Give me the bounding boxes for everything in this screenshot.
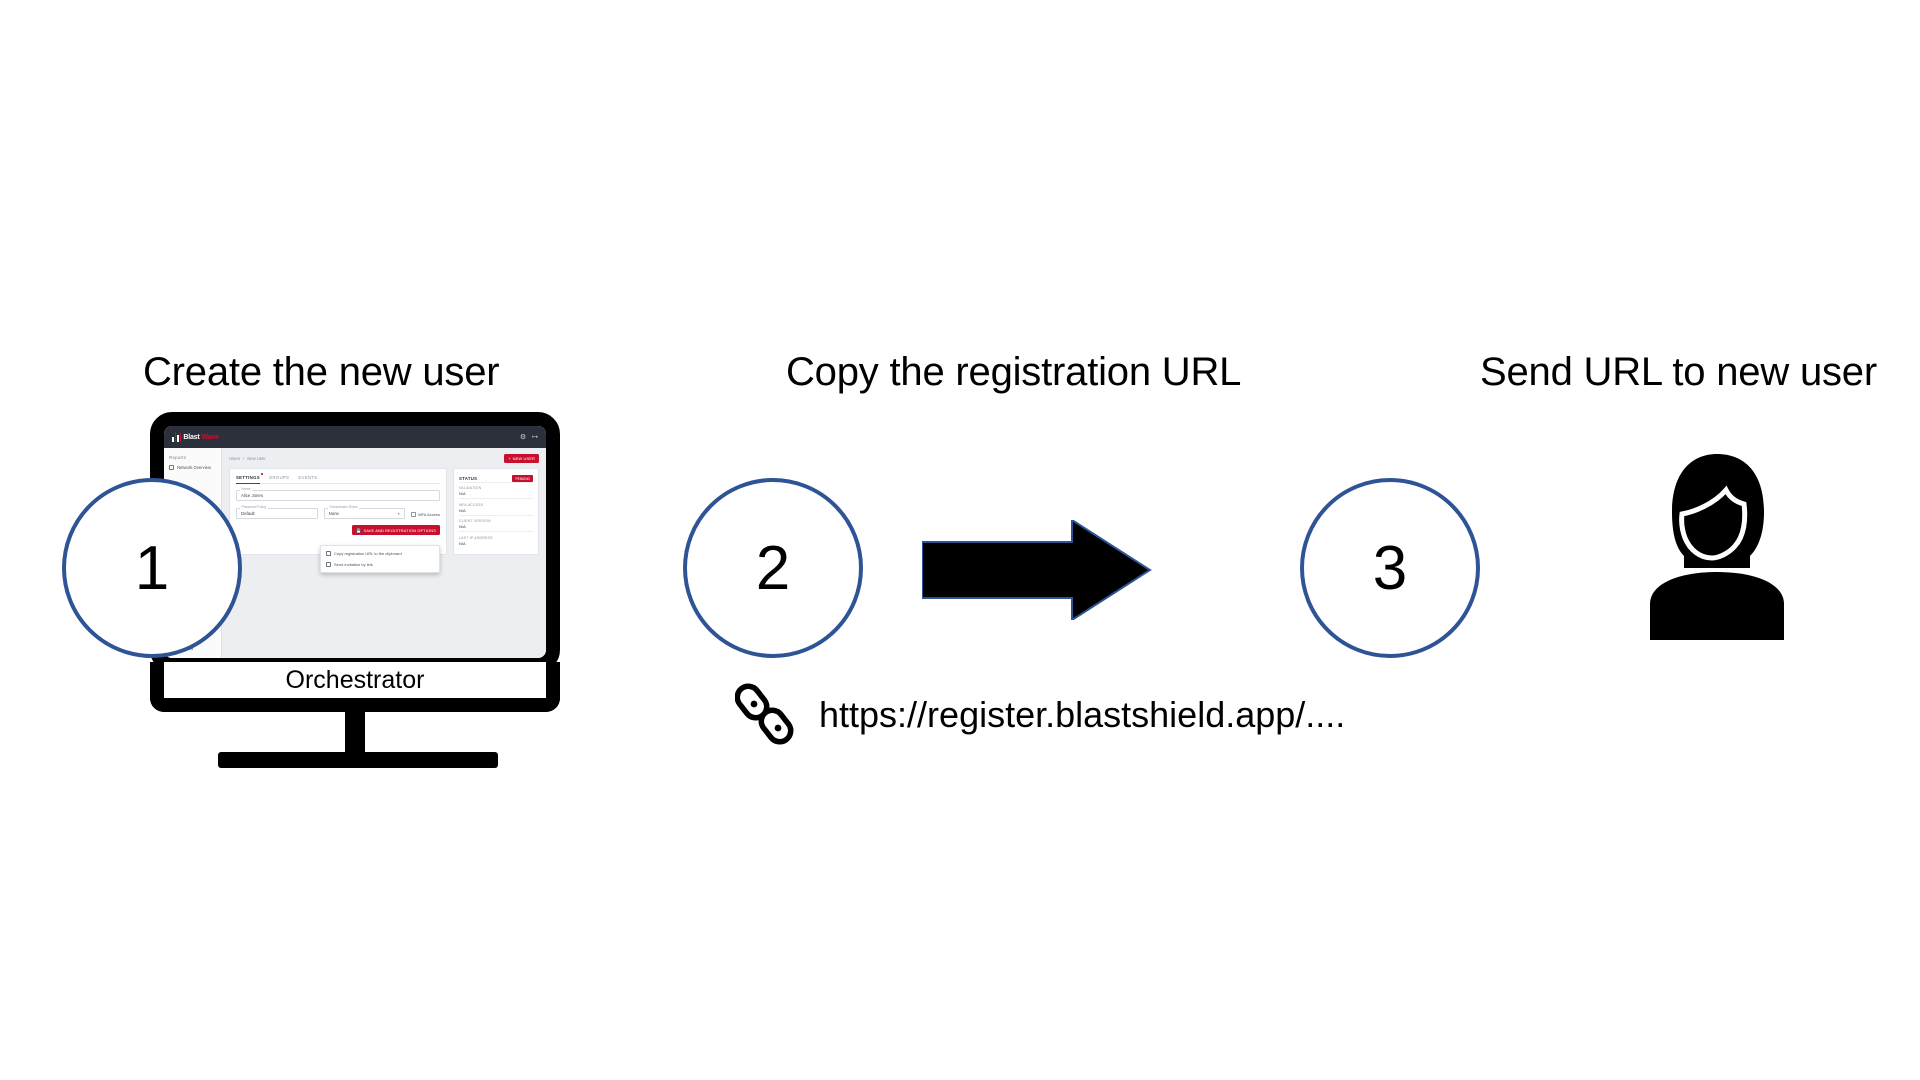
chevron-down-icon[interactable]: ▼ (396, 511, 401, 516)
status-row: MFA ACCESS N/A (459, 498, 533, 515)
monitor-label: Orchestrator (285, 665, 425, 694)
mfa-access-toggle[interactable]: MFA Access (411, 508, 441, 518)
step-2-heading: Copy the registration URL (786, 350, 1242, 394)
step-3-heading: Send URL to new user (1480, 350, 1877, 394)
plus-icon: + (508, 456, 511, 462)
network-icon (169, 465, 174, 470)
step-2-number-circle: 2 (683, 478, 863, 658)
new-user-button[interactable]: + NEW USER (504, 454, 539, 464)
tab-events[interactable]: EVENTS (298, 475, 317, 480)
status-value: N/A (459, 507, 466, 513)
tab-unsaved-dot-icon (261, 473, 263, 475)
breadcrumb: Users › New User (229, 456, 266, 461)
new-user-button-label: NEW USER (512, 456, 535, 462)
registration-url-text[interactable]: https://register.blastshield.app/.... (819, 694, 1346, 735)
topbar-actions: ⚙ ↦ (520, 433, 538, 441)
status-panel-title: STATUS (459, 476, 478, 482)
save-button-label: SAVE AND REGISTRATION OPTIONS (363, 527, 436, 533)
breadcrumb-item-users[interactable]: Users (229, 456, 240, 462)
link-icon (735, 683, 794, 745)
form-tabs: SETTINGS GROUPS EVENTS (236, 473, 440, 485)
step-1-heading: Create the new user (143, 350, 500, 394)
monitor-base-bar: Orchestrator (150, 662, 560, 712)
mail-icon (326, 561, 331, 568)
menu-item-label: Copy registration URL to the clipboard (334, 551, 402, 557)
sidebar-section-title: Reports (169, 455, 187, 460)
breadcrumb-separator-icon: › (242, 456, 245, 462)
tab-settings-label: SETTINGS (236, 475, 260, 481)
checkbox-icon[interactable] (411, 512, 417, 518)
app-header-row: Users › New User + NEW USER (229, 454, 539, 464)
registration-options-dropdown[interactable]: Copy registration URL to the clipboard S… (320, 545, 440, 573)
password-policy-field[interactable]: Password Policy Default (236, 505, 318, 520)
status-key: CLIENT VERSION (459, 519, 491, 524)
breadcrumb-item-new-user: New User (247, 456, 266, 462)
orchestrator-roles-text: None (328, 511, 339, 517)
tab-groups-label: GROUPS (268, 475, 290, 481)
orchestrator-roles-label: Orchestrator Roles (327, 505, 360, 510)
status-value: N/A (459, 524, 466, 530)
status-row: LAST IP ADDRESS N/A (459, 531, 533, 548)
monitor-stand-foot (218, 752, 498, 768)
status-key: LAST IP ADDRESS (459, 535, 493, 540)
tab-events-label: EVENTS (298, 475, 318, 481)
tab-settings[interactable]: SETTINGS (236, 473, 263, 484)
menu-item-copy-registration-url[interactable]: Copy registration URL to the clipboard (321, 548, 439, 559)
app-main: Users › New User + NEW USER (222, 448, 546, 658)
status-panel-header: STATUS PENDING (459, 475, 533, 482)
right-arrow-icon (922, 520, 1152, 620)
status-value: N/A (459, 540, 466, 546)
name-field-label: Name (240, 487, 253, 492)
app-content: SETTINGS GROUPS EVENTS (229, 468, 539, 573)
status-row: CLIENT VERSION N/A (459, 514, 533, 532)
logo-bars-icon (172, 432, 182, 442)
tab-groups[interactable]: GROUPS (269, 475, 289, 480)
step-1-number-circle: 1 (62, 478, 242, 658)
logout-icon[interactable]: ↦ (532, 434, 538, 441)
user-avatar-icon (1650, 454, 1784, 640)
orchestrator-roles-field[interactable]: Orchestrator Roles None ▼ (323, 505, 406, 520)
save-row: 💾 SAVE AND REGISTRATION OPTIONS (236, 525, 440, 535)
name-field-value[interactable]: Alice Jones (236, 490, 440, 502)
mfa-access-label: MFA Access (418, 512, 441, 518)
orchestrator-roles-value[interactable]: None ▼ (323, 508, 406, 520)
status-panel: STATUS PENDING VALIDATION N/A MFA ACCESS (453, 468, 539, 555)
menu-item-label: Send invitation by link (334, 561, 373, 567)
save-and-registration-options-button[interactable]: 💾 SAVE AND REGISTRATION OPTIONS (352, 525, 440, 535)
step-3-number-circle: 3 (1300, 478, 1480, 658)
password-policy-value[interactable]: Default (236, 508, 318, 520)
logo-text-wave: Wave (201, 433, 219, 441)
settings-gear-icon[interactable]: ⚙ (519, 434, 527, 441)
save-icon: 💾 (356, 527, 362, 533)
sidebar-item-label: Network Overview (177, 465, 211, 470)
status-key: MFA ACCESS (459, 502, 484, 507)
sidebar-item-network-overview[interactable]: Network Overview (169, 465, 216, 470)
status-value: N/A (459, 491, 466, 497)
monitor-stand-neck (345, 712, 365, 760)
password-policy-label: Password Policy (240, 505, 268, 510)
menu-item-send-invitation-by-link[interactable]: Send invitation by link (321, 559, 439, 570)
status-badge: PENDING (512, 475, 533, 482)
status-row: VALIDATION N/A (459, 481, 533, 499)
status-key: VALIDATION (459, 486, 482, 491)
logo-text-blast: Blast (183, 433, 200, 441)
form-field-row: Password Policy Default Orchestrator Rol… (236, 505, 441, 520)
name-field[interactable]: Name Alice Jones (236, 487, 440, 502)
registration-url-row: https://register.blastshield.app/.... (735, 682, 1345, 748)
user-form-card: SETTINGS GROUPS EVENTS (229, 468, 447, 573)
copy-icon (326, 550, 331, 557)
